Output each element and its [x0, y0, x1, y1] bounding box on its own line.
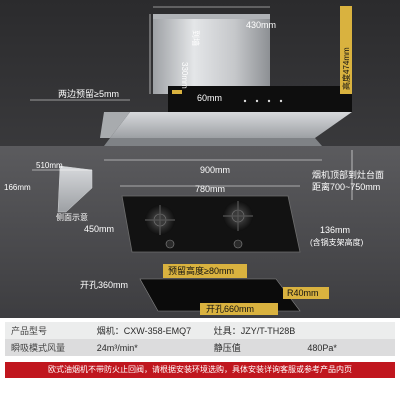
spec-cell: 静压值: [207, 339, 302, 356]
cooktop-width-label: 780mm: [195, 184, 225, 194]
cutout-width-label: 开孔660mm: [206, 304, 254, 314]
control-icon: [267, 99, 271, 103]
chimney-width-label: 430mm: [246, 20, 276, 30]
hood-glass-panel: [168, 86, 352, 112]
warning-note: 欧式油烟机不带防火止回阀，请根据安装环境选购，具体安装详询客服或参考产品内页: [5, 362, 395, 378]
spec-cell: 24m³/min*: [90, 339, 208, 356]
spec-cell: 烟机：CXW-358-EMQ7: [90, 322, 208, 339]
reserved-height-badge: [163, 264, 247, 278]
spec-cell: 产品型号: [5, 322, 91, 339]
spec-cell: 瞬吸模式风量: [5, 339, 91, 356]
height-bar: [340, 6, 352, 94]
corner-radius-label: R40mm: [287, 288, 319, 298]
corner-radius-badge: [283, 287, 329, 299]
control-icon: [255, 99, 259, 103]
left-knob: [165, 239, 175, 249]
hood-bottom-edge: [104, 138, 322, 146]
spec-panel: 产品型号 烟机：CXW-358-EMQ7 灶具：JZY/T-TH28B 瞬吸模式…: [0, 318, 400, 400]
range-hood: [100, 14, 352, 146]
panel-height-label: 60mm: [197, 93, 222, 103]
spec-row-model: 产品型号 烟机：CXW-358-EMQ7 灶具：JZY/T-TH28B: [5, 322, 395, 339]
spec-cell: 480Pa*: [301, 339, 395, 356]
spec-row-airflow: 瞬吸模式风量 24m³/min* 静压值 480Pa*: [5, 339, 395, 356]
chimney-depth-label: 330mm: [180, 62, 189, 89]
distance-line2: 距离700~750mm: [312, 181, 380, 192]
counter-cutout: 开孔360mm R40mm 开孔660mm: [80, 278, 329, 315]
hood-skirt: [110, 112, 352, 138]
hood-side: [100, 112, 130, 138]
side-view: 510mm 166mm 侧面示意: [4, 161, 93, 222]
pot-support-label: 136mm: [320, 225, 350, 235]
hood-chimney: [153, 14, 270, 94]
cooktop: 780mm 450mm: [84, 184, 301, 253]
pot-support-note: (含锅支架高度): [310, 237, 364, 247]
reserved-height-label: 预留高度≥80mm: [168, 265, 234, 276]
hood-height-label: 高度474mm: [341, 47, 351, 90]
cutout-width-badge: [200, 303, 278, 315]
right-pot-support: [223, 201, 253, 231]
side-clearance-label: 两边预留≥5mm: [58, 88, 119, 99]
spec-cell: 灶具：JZY/T-TH28B: [207, 322, 395, 339]
distance-line1: 烟机顶部到灶台面: [312, 169, 384, 180]
control-icon: [243, 99, 247, 103]
side-view-caption: 侧面示意: [56, 212, 88, 222]
spec-table: 产品型号 烟机：CXW-358-EMQ7 灶具：JZY/T-TH28B 瞬吸模式…: [5, 322, 395, 356]
cutout-depth-label: 开孔360mm: [80, 280, 128, 290]
right-knob: [233, 239, 243, 249]
brand-logo: [172, 90, 182, 94]
chimney-depth-tag: 到墙: [191, 30, 201, 46]
side-view-shape: [57, 165, 93, 213]
control-icon: [279, 99, 283, 103]
side-height-label: 166mm: [4, 183, 31, 192]
left-pot-support: [145, 205, 175, 235]
side-depth-label: 510mm: [36, 161, 63, 170]
hood-width-label: 900mm: [200, 165, 230, 175]
cooktop-depth-label: 450mm: [84, 224, 114, 234]
chimney-top-edge: [153, 14, 270, 19]
